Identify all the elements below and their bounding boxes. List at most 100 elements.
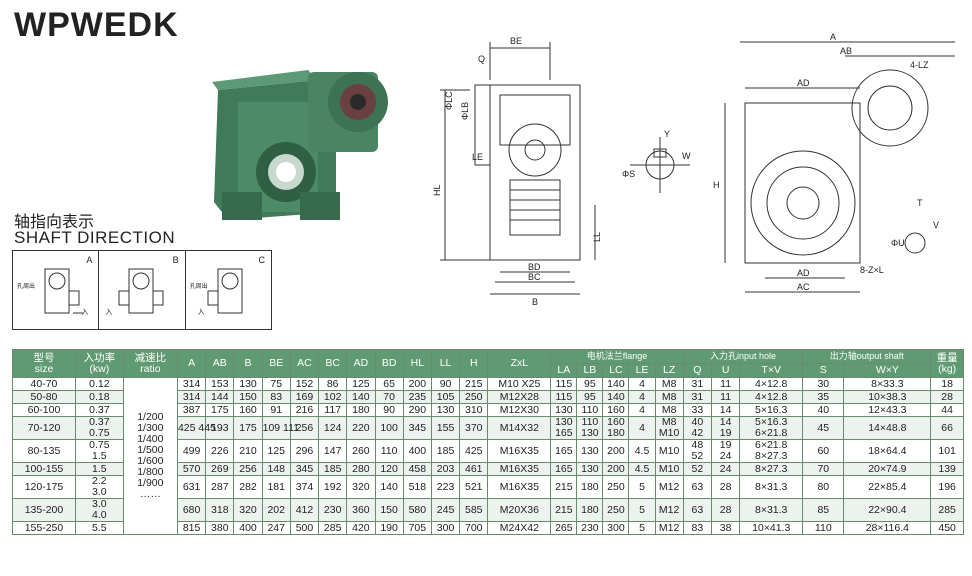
table-cell: 148	[261, 462, 291, 476]
table-cell: 705	[402, 521, 432, 535]
table-cell: 185	[430, 439, 461, 463]
table-cell: 144	[205, 390, 235, 404]
table-cell: 450	[930, 521, 964, 535]
table-cell: 8×31.3	[739, 475, 804, 499]
table-cell: 10×38.3	[843, 390, 932, 404]
th-col: A	[176, 349, 207, 378]
table-cell: 461	[459, 462, 489, 476]
th-flange-col: LB	[576, 363, 604, 378]
table-cell: 130	[576, 462, 604, 476]
table-cell: M16X35	[487, 462, 552, 476]
dim-label: HL	[432, 184, 442, 196]
table-cell: 28×116.4	[843, 521, 932, 535]
table-cell: 8×27.3	[739, 462, 804, 476]
table-cell: 38	[710, 521, 741, 535]
direction-input-label: 入	[81, 308, 89, 316]
table-cell: 180	[576, 498, 604, 522]
table-cell: 14×48.8	[843, 416, 932, 440]
th-power: 入功率(kw)	[74, 349, 124, 378]
table-cell: 360	[346, 498, 376, 522]
table-cell: 4×12.8	[739, 377, 804, 391]
th-col: AC	[289, 349, 320, 378]
table-cell: 300	[602, 521, 630, 535]
table-cell: 22×90.4	[843, 498, 932, 522]
table-cell: 200	[602, 462, 630, 476]
table-cell: 585	[459, 498, 489, 522]
table-cell: 110	[576, 403, 604, 417]
table-cell: 110	[802, 521, 845, 535]
table-cell: 8×31.3	[739, 498, 804, 522]
table-cell: 175	[205, 403, 235, 417]
table-cell: 310	[459, 403, 489, 417]
table-cell: 192	[318, 475, 348, 499]
table-cell: 5×16.3	[739, 403, 804, 417]
th-flange-col: LE	[628, 363, 656, 378]
table-cell: 130	[550, 403, 578, 417]
table-cell: 155	[430, 416, 461, 440]
table-cell: 345	[289, 462, 320, 476]
table-cell: 139	[930, 462, 964, 476]
table-cell: 115	[550, 390, 578, 404]
table-cell: 120-175	[12, 475, 76, 499]
table-cell: 117	[318, 403, 348, 417]
table-cell: 28	[710, 475, 741, 499]
direction-input-label: 入	[105, 308, 113, 316]
table-cell: 175	[233, 416, 263, 440]
table-cell: 160	[602, 403, 630, 417]
table-cell: 285	[318, 521, 348, 535]
direction-side-label: 孔周出	[189, 283, 208, 290]
table-cell: 28	[930, 390, 964, 404]
table-cell: M10	[654, 439, 684, 463]
table-cell: M12	[654, 498, 684, 522]
table-cell: 169	[289, 390, 320, 404]
table-cell: 95	[576, 377, 604, 391]
table-cell: 24	[710, 462, 741, 476]
table-cell: 135-200	[12, 498, 76, 522]
dim-label: V	[933, 220, 939, 230]
table-cell: 220	[346, 416, 376, 440]
th-col: B	[233, 349, 263, 378]
table-cell: 318	[205, 498, 235, 522]
table-cell: 12×43.3	[843, 403, 932, 417]
table-cell: M8	[654, 403, 684, 417]
direction-input-label: 入	[197, 308, 205, 316]
table-cell: 65	[374, 377, 404, 391]
table-cell: 153	[205, 377, 235, 391]
table-cell: 4	[628, 390, 656, 404]
table-cell: M12	[654, 475, 684, 499]
table-cell: 370	[459, 416, 489, 440]
table-cell: 20×74.9	[843, 462, 932, 476]
direction-letter: B	[172, 255, 179, 265]
table-cell: 815	[176, 521, 207, 535]
table-cell: 380	[205, 521, 235, 535]
table-cell: 30	[802, 377, 845, 391]
table-cell: 70	[802, 462, 845, 476]
table-cell: 374	[289, 475, 320, 499]
th-col: AB	[205, 349, 235, 378]
table-cell: M12X30	[487, 403, 552, 417]
table-cell: 140	[602, 390, 630, 404]
table-cell: 458	[402, 462, 432, 476]
th-input-col: T×V	[739, 363, 804, 378]
th-flange-col: LZ	[654, 363, 684, 378]
table-cell: 425	[459, 439, 489, 463]
table-cell: 152	[289, 377, 320, 391]
table-cell: 202	[261, 498, 291, 522]
table-cell: 109 111	[261, 416, 299, 440]
table-cell: 190	[374, 521, 404, 535]
dim-label: T	[917, 198, 923, 208]
table-cell: 345	[402, 416, 432, 440]
dim-label: ΦLC	[444, 91, 454, 110]
table-cell: 320	[233, 498, 263, 522]
direction-letter: A	[86, 255, 93, 265]
table-cell: 86	[318, 377, 348, 391]
